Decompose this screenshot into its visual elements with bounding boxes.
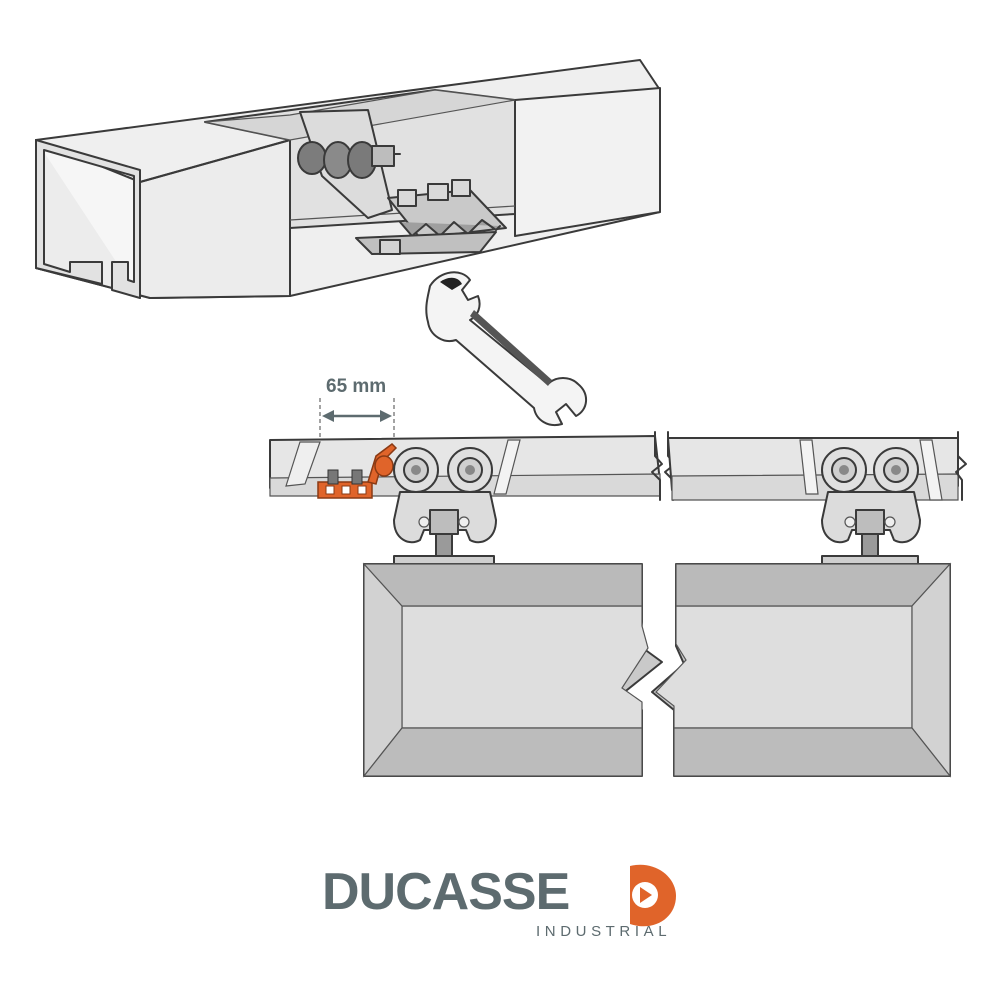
door-right [651, 562, 952, 778]
ducasse-logo-icon [630, 864, 676, 927]
door-left [362, 562, 663, 778]
brand-subtitle: INDUSTRIAL [536, 923, 672, 940]
dimension-label: 65 mm [326, 376, 386, 397]
rail-cutaway [35, 59, 661, 299]
end-stop [317, 443, 398, 499]
brand-name: DUCASSE [322, 863, 570, 921]
wrench-icon [425, 271, 587, 426]
trolley-left [393, 447, 497, 581]
bolt-assembly [297, 141, 401, 179]
